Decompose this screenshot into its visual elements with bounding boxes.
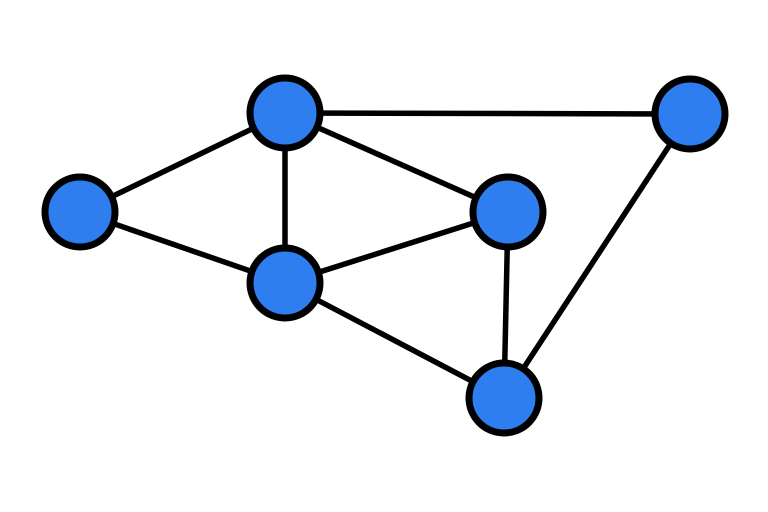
graph-edge-top-center--mid-right	[282, 110, 511, 215]
graph-edge-top-center--top-right	[282, 110, 693, 117]
graph-node-left	[41, 173, 119, 251]
graph-node-bottom	[465, 359, 543, 437]
graph-edge-top-right--bottom	[501, 111, 693, 401]
graph-node-top-center	[246, 74, 324, 152]
graph-edge-mid-right--center	[282, 209, 511, 286]
graph-node-mid-right	[469, 173, 547, 251]
graph-node-center	[246, 244, 324, 322]
graph-node-top-right	[651, 75, 729, 153]
graph-edge-center--bottom	[282, 280, 507, 401]
